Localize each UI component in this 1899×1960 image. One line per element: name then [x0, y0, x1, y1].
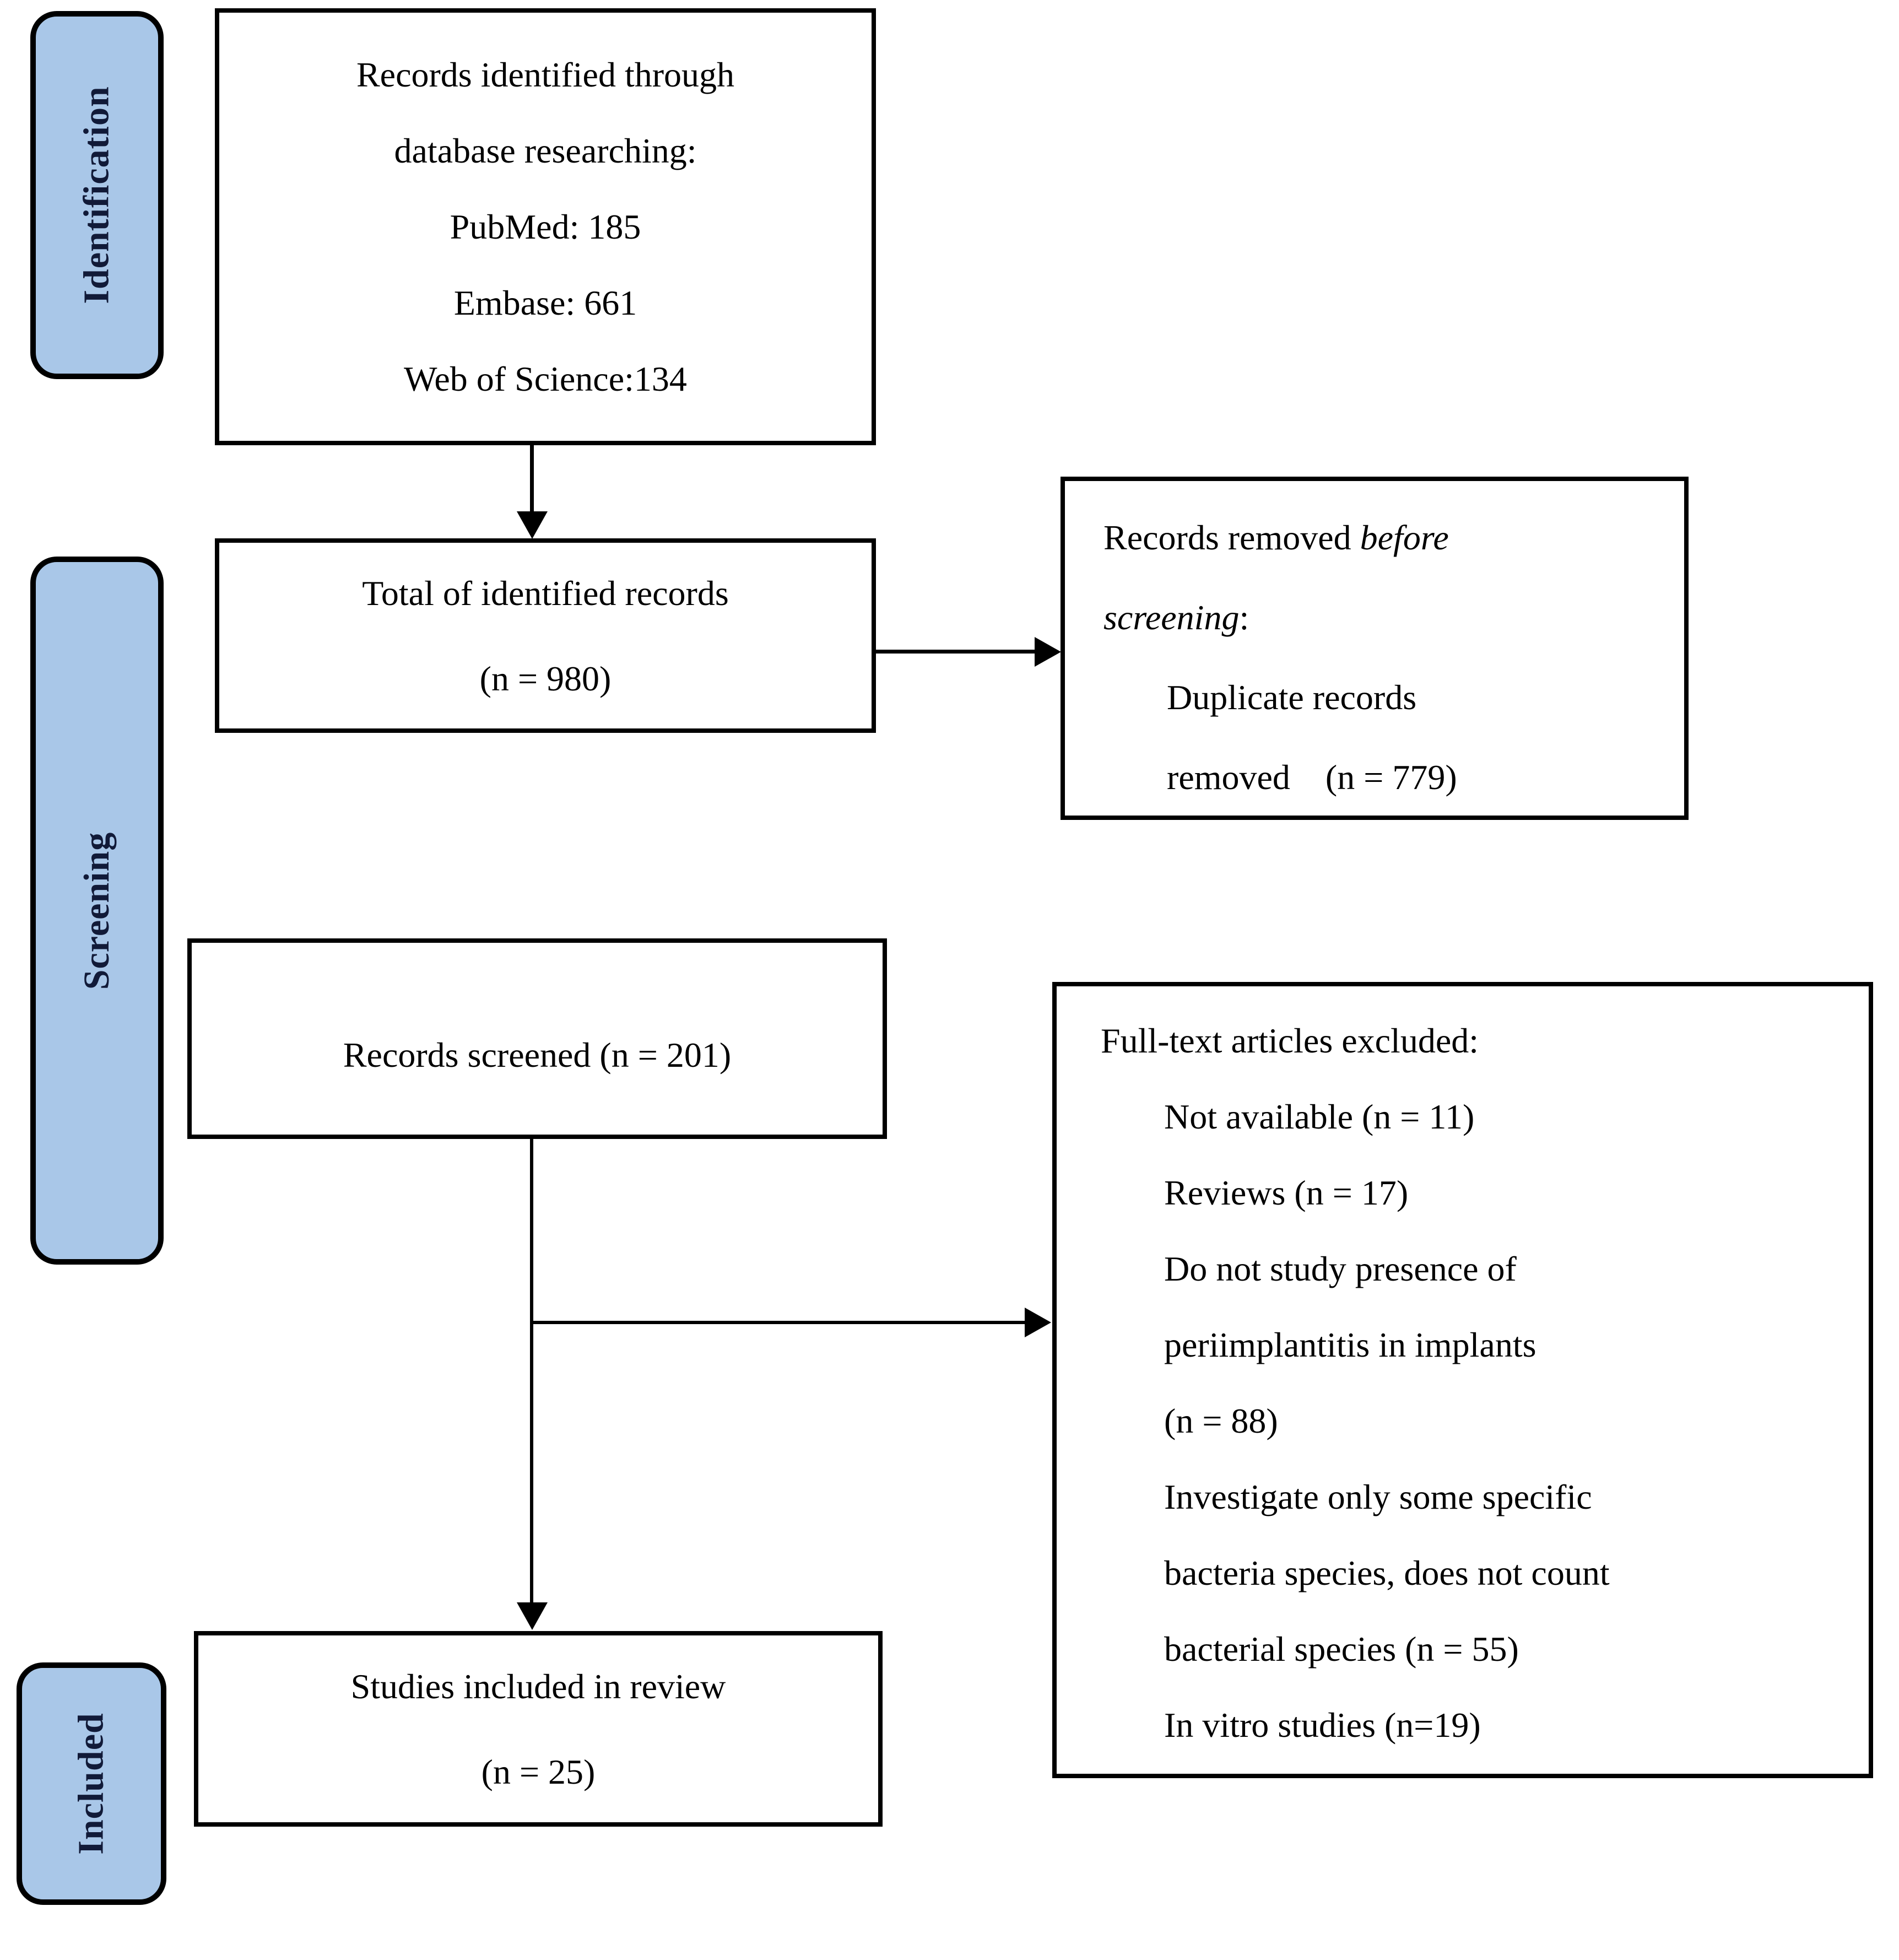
box-records-screened-line: Records screened (n = 201) — [343, 1035, 732, 1075]
box-fulltext-excluded-detail: Reviews (n = 17) — [1164, 1173, 1409, 1212]
stage-label-identification-text: Identification — [77, 86, 117, 304]
box-fulltext-excluded-detail: In vitro studies (n=19) — [1164, 1705, 1481, 1745]
connector-identified-to-total — [530, 445, 534, 517]
box-records-removed-title-line2: screening: — [1103, 598, 1249, 637]
box-fulltext-excluded-detail: bacteria species, does not count — [1164, 1553, 1610, 1592]
box-fulltext-excluded: Full-text articles excluded: Not availab… — [1052, 982, 1873, 1778]
box-fulltext-excluded-detail: bacterial species (n = 55) — [1164, 1629, 1519, 1669]
box-records-identified-line: database researching: — [394, 131, 697, 170]
box-records-identified-line: Embase: 661 — [453, 283, 637, 322]
box-records-identified-line: Web of Science:134 — [404, 359, 687, 398]
box-studies-included: Studies included in review (n = 25) — [194, 1631, 883, 1827]
box-studies-included-line: Studies included in review — [350, 1666, 726, 1706]
box-records-removed-detail: Duplicate records — [1167, 678, 1417, 717]
box-fulltext-excluded-detail: Not available (n = 11) — [1164, 1097, 1475, 1136]
stage-label-screening: Screening — [30, 557, 164, 1265]
box-fulltext-excluded-detail: Investigate only some specific — [1164, 1477, 1592, 1516]
box-fulltext-excluded-detail: Do not study presence of — [1164, 1249, 1517, 1288]
box-records-screened: Records screened (n = 201) — [187, 938, 887, 1139]
box-total-identified-line: Total of identified records — [362, 573, 729, 613]
connector-screened-to-excluded — [530, 1321, 1026, 1324]
box-total-identified-line: (n = 980) — [479, 658, 612, 698]
arrowhead-identified-to-total — [517, 511, 548, 539]
box-records-removed-detail: removed (n = 779) — [1167, 758, 1457, 797]
stage-label-included: Included — [17, 1662, 166, 1905]
box-records-removed-title-line1: Records removed before — [1103, 518, 1449, 557]
connector-total-to-removed — [876, 650, 1036, 654]
box-records-removed: Records removed before screening: Duplic… — [1061, 477, 1689, 820]
arrowhead-screened-to-included — [517, 1602, 548, 1630]
box-fulltext-excluded-detail: (n = 88) — [1164, 1401, 1278, 1440]
box-fulltext-excluded-detail: periimplantitis in implants — [1164, 1325, 1536, 1364]
connector-screened-to-included — [530, 1139, 533, 1602]
box-records-identified-line: Records identified through — [356, 55, 735, 94]
box-studies-included-line: (n = 25) — [481, 1752, 596, 1791]
box-fulltext-excluded-title: Full-text articles excluded: — [1101, 1021, 1479, 1060]
arrowhead-screened-to-excluded — [1025, 1308, 1051, 1337]
box-records-identified-line: PubMed: 185 — [450, 207, 641, 246]
box-records-identified: Records identified through database rese… — [215, 8, 876, 445]
stage-label-included-text: Included — [71, 1713, 111, 1855]
arrowhead-total-to-removed — [1035, 637, 1061, 667]
box-total-identified: Total of identified records (n = 980) — [215, 538, 876, 733]
stage-label-screening-text: Screening — [77, 831, 117, 990]
stage-label-identification: Identification — [30, 11, 164, 379]
